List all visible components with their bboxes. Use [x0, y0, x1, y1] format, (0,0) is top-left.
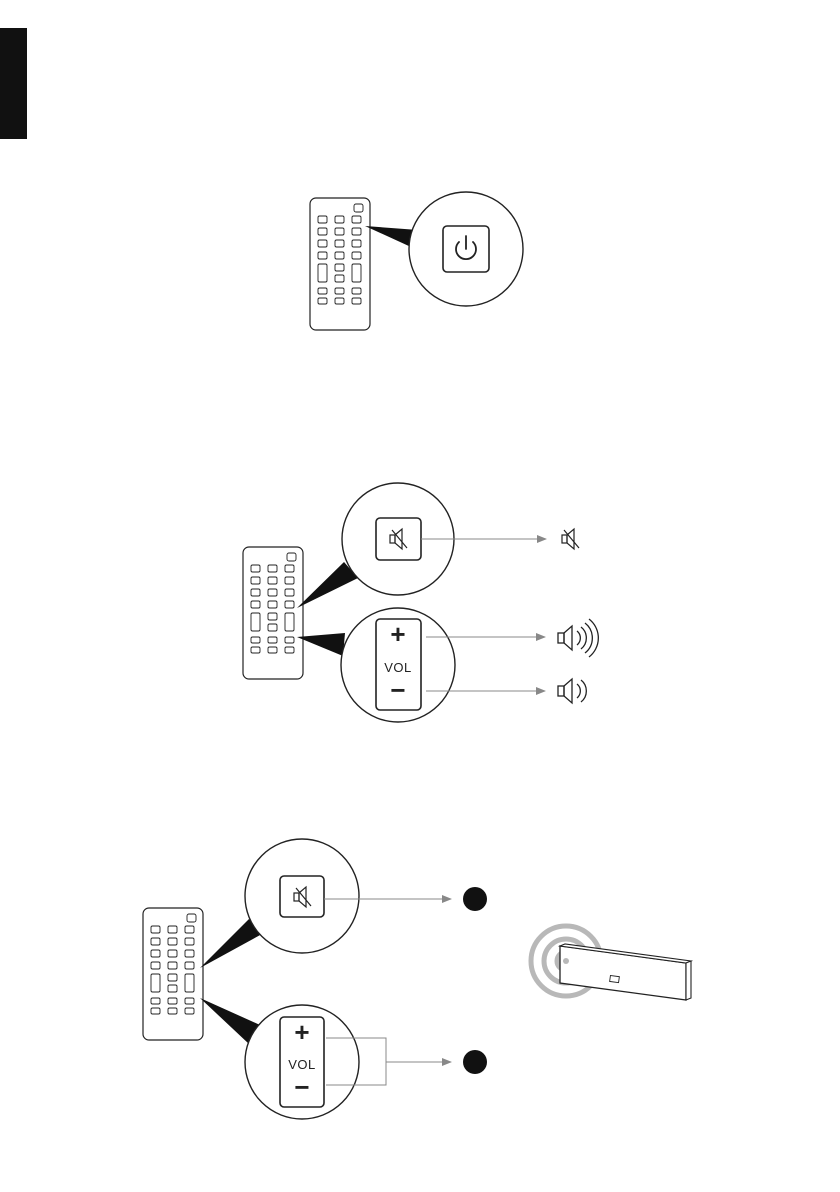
- callout-pointer-mute: [297, 562, 358, 608]
- vol-plus-label: +: [390, 619, 405, 649]
- speaker-soft-icon: [558, 679, 586, 703]
- mute-button: [280, 876, 324, 917]
- vol-label: VOL: [384, 660, 412, 675]
- vol-label: VOL: [288, 1057, 316, 1072]
- remote-control: [243, 547, 303, 679]
- vol-minus-label: −: [294, 1072, 309, 1102]
- remote-control: [310, 198, 370, 330]
- mute-button: [376, 518, 421, 560]
- vol-minus-label: −: [390, 675, 405, 705]
- remote-control: [143, 908, 203, 1040]
- speaker-loud-icon: [558, 619, 598, 657]
- step2-illustration: + VOL −: [243, 483, 598, 722]
- vol-plus-label: +: [294, 1017, 309, 1047]
- side-tab: [0, 28, 27, 139]
- speaker-muted-icon: [562, 529, 579, 549]
- step3-illustration: + VOL −: [143, 839, 691, 1119]
- step1-illustration: [310, 192, 523, 330]
- soundbar: [531, 926, 691, 1000]
- callout-pointer-vol: [297, 633, 345, 656]
- indicator-dot-2: [463, 1050, 487, 1074]
- callout-pointer-mute: [200, 919, 262, 968]
- indicator-dot-1: [463, 887, 487, 911]
